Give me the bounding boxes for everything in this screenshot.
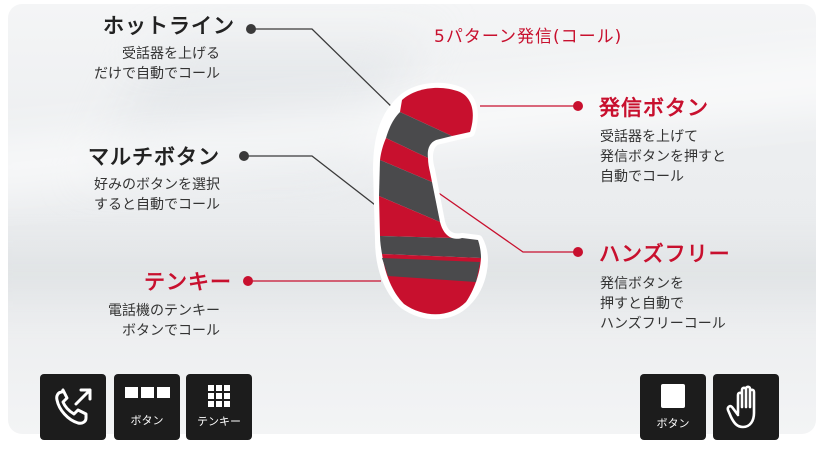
dot-multi: [239, 151, 249, 161]
dot-handsfree: [573, 247, 583, 257]
feature-tenkey-desc-line2: ボタンでコール: [122, 323, 220, 339]
feature-hotline-desc: 受話器を上げる だけで自動でコール: [40, 44, 220, 84]
feature-handsfree-name: ハンズフリー: [599, 242, 731, 266]
feature-hotline-desc-line2: だけで自動でコール: [94, 66, 220, 82]
connector-hotline: [250, 28, 398, 113]
feature-hasshin-desc-line2: 発信ボタンを押すと: [600, 149, 726, 165]
feature-tenkey-desc-line1: 電話機のテンキー: [108, 303, 220, 319]
handset-graphic: [373, 82, 488, 320]
phone-outgoing-icon: [40, 374, 106, 440]
dot-hasshin: [573, 101, 583, 111]
three-buttons-icon: ボタン: [114, 374, 180, 440]
keypad-icon: テンキー: [186, 374, 252, 440]
feature-multi-name: マルチボタン: [88, 145, 220, 169]
background-panel: [8, 4, 816, 434]
single-button-glyph: [661, 383, 685, 408]
keypad-glyph: [208, 385, 230, 407]
feature-hasshin-desc: 受話器を上げて 発信ボタンを押すと 自動でコール: [600, 127, 726, 187]
hand-glyph: [726, 385, 756, 429]
feature-tenkey-name: テンキー: [144, 270, 232, 294]
feature-hotline-name: ホットライン: [103, 14, 235, 38]
hand-icon: [713, 374, 779, 440]
three-buttons-label: ボタン: [130, 413, 164, 427]
connector-multi: [244, 155, 389, 216]
dot-hotline: [246, 24, 256, 34]
feature-hasshin-name: 発信ボタン: [599, 96, 709, 120]
feature-multi-desc-line1: 好みのボタンを選択: [94, 177, 220, 193]
page-title: 5パターン発信(コール): [434, 27, 623, 47]
feature-tenkey-desc: 電話機のテンキー ボタンでコール: [40, 301, 220, 341]
dot-tenkey: [243, 276, 253, 286]
feature-hasshin-desc-line1: 受話器を上げて: [600, 129, 698, 145]
feature-handsfree-desc-line2: 押すと自動で: [600, 296, 684, 312]
feature-handsfree-desc-line1: 発信ボタンを: [600, 276, 684, 292]
feature-multi-desc-line2: すると自動でコール: [94, 197, 220, 213]
feature-hotline-desc-line1: 受話器を上げる: [122, 46, 220, 62]
feature-handsfree-desc-line3: ハンズフリーコール: [600, 316, 726, 332]
feature-hasshin-desc-line3: 自動でコール: [600, 169, 684, 185]
phone-outgoing-glyph: [55, 388, 92, 425]
keypad-label: テンキー: [197, 415, 241, 428]
feature-handsfree-desc: 発信ボタンを 押すと自動で ハンズフリーコール: [600, 274, 726, 334]
feature-multi-desc: 好みのボタンを選択 すると自動でコール: [40, 175, 220, 215]
connector-handsfree: [419, 179, 578, 253]
single-button-label: ボタン: [656, 416, 690, 430]
single-button-icon: ボタン: [640, 374, 706, 440]
three-buttons-glyph: [124, 386, 170, 398]
